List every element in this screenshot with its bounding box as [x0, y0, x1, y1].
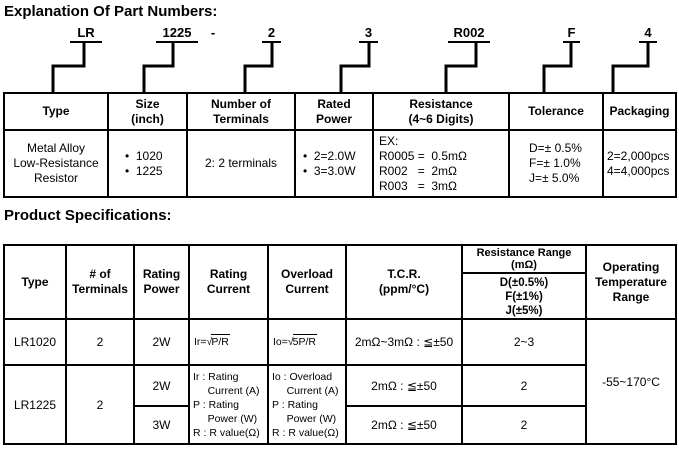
spec-header-rating-power: Rating Power	[133, 244, 190, 320]
cell-rating-current-legend: Ir : Rating Current (A) P : Rating Power…	[188, 364, 269, 445]
col-header-resistance: Resistance (4~6 Digits)	[372, 92, 510, 131]
connector-line-tolerance	[542, 43, 573, 93]
value-size: • 1020 • 1225	[107, 129, 188, 198]
cell-range-lr1225-2w: 2	[461, 364, 587, 407]
col-header-size: Size (inch)	[107, 92, 188, 131]
explanation-table: Type Size (inch) Number of Terminals Rat…	[3, 92, 677, 198]
spec-header-resistance-range: Resistance Range (mΩ) D(±0.5%) F(±1%) J(…	[461, 244, 587, 320]
cell-tcr-lr1225-3w: 2mΩ : ≦±50	[345, 405, 463, 445]
cell-rating-current-formula: Ir=√P/R	[188, 318, 269, 366]
overload-formula-radicand: 5P/R	[292, 334, 317, 348]
resistance-range-title: Resistance Range (mΩ)	[464, 247, 584, 274]
value-terminals: 2: 2 terminals	[186, 129, 296, 198]
part-code-size: 1225	[156, 25, 198, 43]
value-rated-power: • 2=2.0W • 3=3.0W	[294, 129, 374, 198]
part-code-power: 3	[359, 25, 378, 43]
rating-formula-lead: Ir=√	[194, 336, 213, 348]
value-packaging: 2=2,000pcs 4=4,000pcs	[602, 129, 677, 198]
connector-line-resistance	[444, 43, 478, 93]
cell-terminals-lr1020: 2	[65, 318, 135, 366]
cell-terminals-lr1225: 2	[65, 364, 135, 445]
cell-type-lr1020: LR1020	[3, 318, 67, 366]
col-header-tolerance: Tolerance	[508, 92, 604, 131]
cell-range-lr1020: 2~3	[461, 318, 587, 366]
section-title-product-specs: Product Specifications:	[4, 207, 172, 224]
spec-header-type: Type	[3, 244, 67, 320]
cell-operating-temp: -55~170°C	[585, 318, 677, 445]
connector-line-packaging	[611, 43, 650, 93]
rating-formula-radicand: P/R	[211, 334, 230, 348]
cell-power-lr1225-2w: 2W	[133, 364, 190, 407]
cell-power-lr1020: 2W	[133, 318, 190, 366]
connector-line-type	[51, 43, 86, 93]
cell-tcr-lr1225-2w: 2mΩ : ≦±50	[345, 364, 463, 407]
part-code-dash: -	[210, 25, 216, 40]
cell-power-lr1225-3w: 3W	[133, 405, 190, 445]
spec-header-row: Type # of Terminals Rating Power Rating …	[3, 244, 677, 320]
connector-line-terminals	[243, 43, 274, 93]
spec-row-lr1225-2w: LR1225 2 2W Ir : Rating Current (A) P : …	[3, 364, 676, 445]
overload-formula-lead: Io=√	[273, 336, 294, 348]
part-code-tolerance: F	[563, 25, 580, 43]
cell-type-lr1225: LR1225	[3, 364, 67, 445]
explanation-header-row: Type Size (inch) Number of Terminals Rat…	[3, 92, 677, 131]
cell-range-lr1225-3w: 2	[461, 405, 587, 445]
cell-overload-current-formula: Io=√5P/R	[267, 318, 347, 366]
col-header-rated-power: Rated Power	[294, 92, 374, 131]
col-header-type: Type	[3, 92, 109, 131]
value-type: Metal Alloy Low-Resistance Resistor	[3, 129, 109, 198]
part-code-terminals: 2	[262, 25, 281, 43]
spec-header-terminals: # of Terminals	[65, 244, 135, 320]
spec-header-tcr: T.C.R. (ppm/°C)	[345, 244, 463, 320]
col-header-terminals: Number of Terminals	[186, 92, 296, 131]
part-code-type: LR	[70, 25, 102, 43]
value-tolerance: D=± 0.5% F=± 1.0% J=± 5.0%	[508, 129, 604, 198]
connector-line-size	[142, 43, 175, 93]
connector-lines	[51, 43, 650, 93]
section-title-part-numbers: Explanation Of Part Numbers:	[4, 3, 218, 20]
spec-row-lr1225-3w: 3W 2mΩ : ≦±50 2	[4, 405, 676, 445]
cell-tcr-lr1020: 2mΩ~3mΩ : ≦±50	[345, 318, 463, 366]
cell-overload-current-legend: Io : Overload Current (A) P : Rating Pow…	[267, 364, 347, 445]
part-code-resistance: R002	[448, 25, 490, 43]
explanation-value-row: Metal Alloy Low-Resistance Resistor • 10…	[3, 129, 677, 198]
spec-header-rating-current: Rating Current	[188, 244, 269, 320]
col-header-packaging: Packaging	[602, 92, 677, 131]
spec-header-overload-current: Overload Current	[267, 244, 347, 320]
spec-row-lr1020: LR1020 2 2W Ir=√P/R Io=√5P/R 2mΩ~3mΩ : ≦…	[3, 318, 677, 445]
part-code-packaging: 4	[639, 25, 657, 43]
connector-line-power	[339, 43, 371, 93]
spec-header-operating-temp: Operating Temperature Range	[585, 244, 677, 320]
resistance-range-tolerances: D(±0.5%) F(±1%) J(±5%)	[499, 277, 549, 317]
value-resistance-examples: EX: R0005 = 0.5mΩ R002 = 2mΩ R003 = 3mΩ	[372, 129, 510, 198]
product-specifications-table: Type # of Terminals Rating Power Rating …	[3, 244, 677, 445]
